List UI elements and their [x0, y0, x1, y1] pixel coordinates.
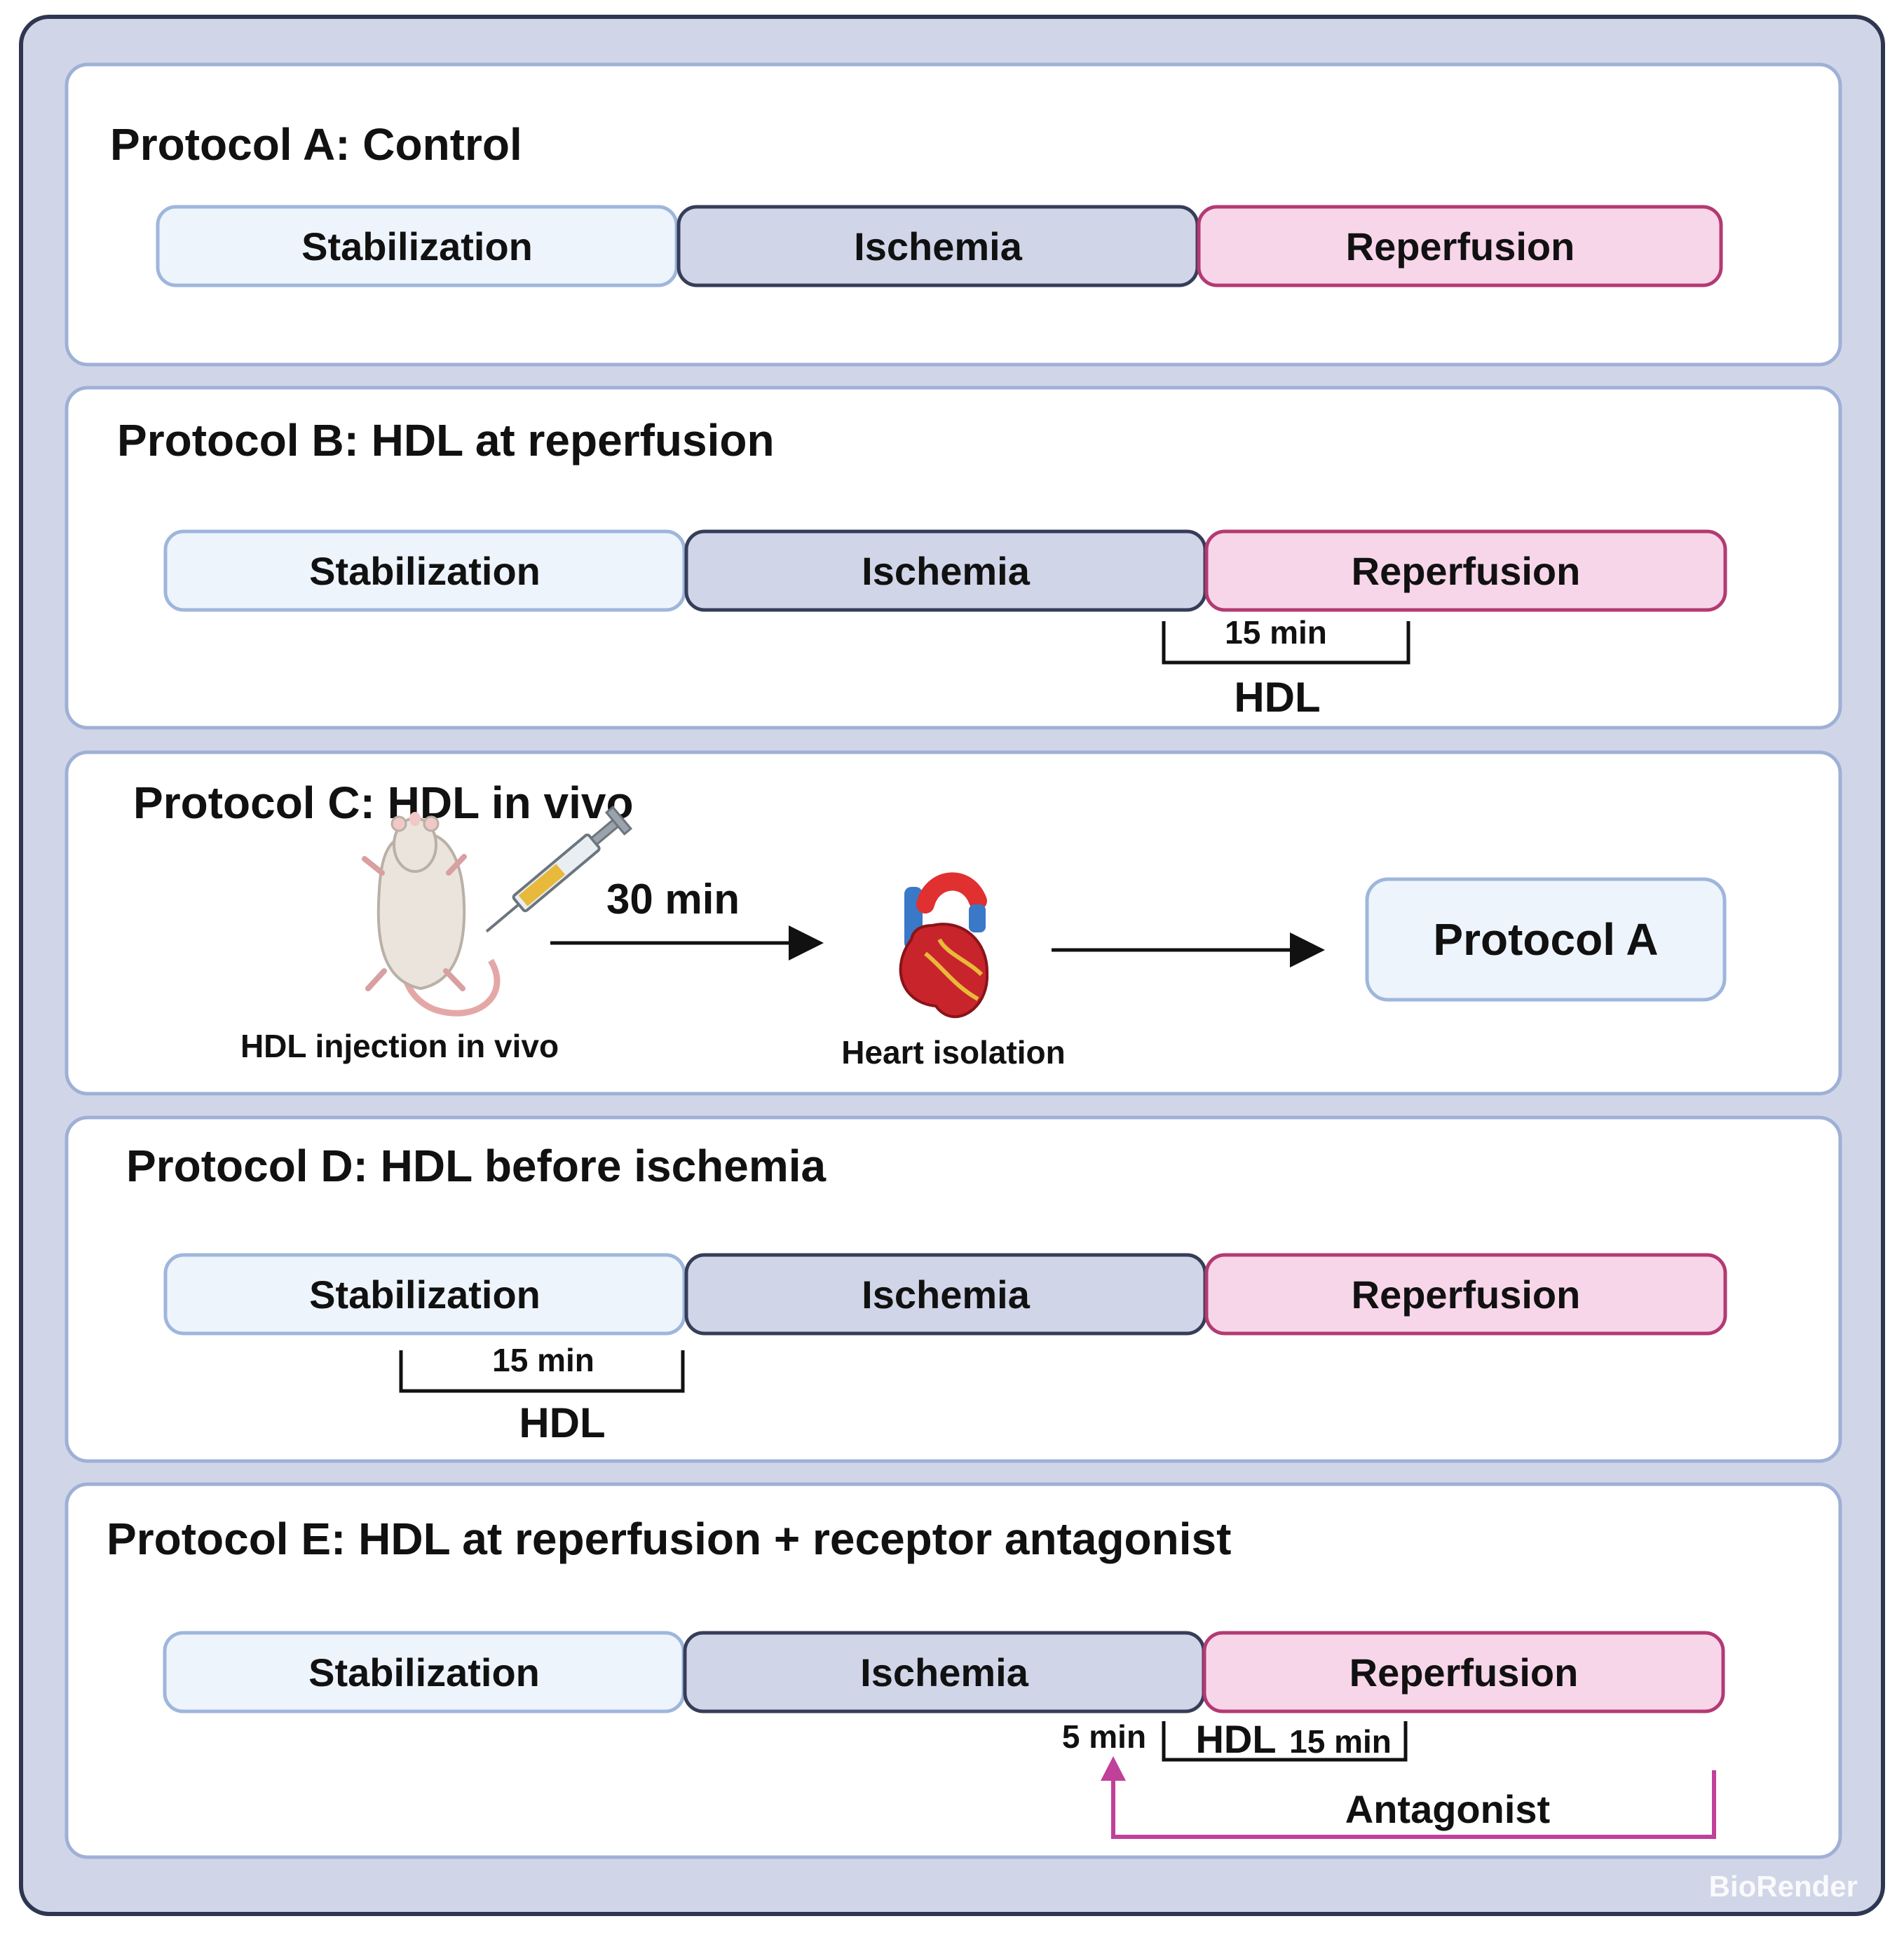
protocol-b-timeline: Stabilization Ischemia Reperfusion [163, 529, 1727, 612]
hdl-bracket [1162, 1721, 1408, 1762]
hdl-duration-label: 15 min [492, 1342, 594, 1378]
protocol-a-title: Protocol A: Control [110, 119, 522, 170]
protocol-a-reference-label: Protocol A [1433, 914, 1658, 965]
antagonist-line [1111, 1770, 1716, 1839]
protocol-a-reference-box [1365, 877, 1727, 1002]
interval-label: 30 min [606, 876, 740, 923]
reperfusion-label: Reperfusion [1349, 1650, 1579, 1695]
antagonist-arrowhead [1101, 1756, 1126, 1781]
protocol-b-title: Protocol B: HDL at reperfusion [117, 415, 775, 466]
ischemia-label: Ischemia [854, 224, 1023, 269]
stabilization-phase [156, 205, 679, 287]
ischemia-label: Ischemia [862, 549, 1031, 593]
heart-caption: Heart isolation [841, 1034, 1066, 1071]
protocol-e-title: Protocol E: HDL at reperfusion + recepto… [107, 1514, 1231, 1564]
ischemia-label: Ischemia [860, 1650, 1029, 1695]
protocol-c-title: Protocol C: HDL in vivo [133, 778, 634, 828]
reperfusion-label: Reperfusion [1352, 1272, 1581, 1317]
hdl-bracket [399, 1350, 685, 1393]
heart-icon [899, 872, 989, 1019]
hdl-bracket [1162, 621, 1410, 665]
stabilization-phase [163, 529, 686, 612]
reperfusion-label: Reperfusion [1346, 224, 1575, 269]
stabilization-label: Stabilization [309, 1272, 540, 1317]
stabilization-phase [163, 1253, 686, 1336]
hdl-label: HDL [1234, 674, 1320, 721]
hdl-duration-label: 15 min [1225, 614, 1327, 651]
pre-duration-label: 5 min [1062, 1718, 1146, 1755]
syringe-icon [485, 806, 633, 933]
reperfusion-phase [1202, 1631, 1725, 1713]
reperfusion-phase [1204, 529, 1727, 612]
protocol-a-timeline: Stabilization Ischemia Reperfusion [156, 205, 1723, 287]
stabilization-label: Stabilization [308, 1650, 540, 1695]
stabilization-label: Stabilization [309, 549, 540, 593]
antagonist-label: Antagonist [1345, 1787, 1550, 1831]
rat-icon [362, 812, 501, 1017]
reperfusion-label: Reperfusion [1352, 549, 1581, 593]
panel-protocol-c [64, 750, 1842, 1096]
injection-caption: HDL injection in vivo [240, 1028, 559, 1064]
reperfusion-phase [1197, 205, 1723, 287]
stabilization-label: Stabilization [301, 224, 533, 269]
biorender-watermark: BioRender [1709, 1870, 1858, 1903]
ischemia-label: Ischemia [862, 1272, 1031, 1317]
hdl-label: HDL [519, 1399, 605, 1446]
protocol-e-timeline: Stabilization Ischemia Reperfusion [163, 1631, 1725, 1713]
hdl-label: HDL [1195, 1717, 1276, 1761]
protocol-d-timeline: Stabilization Ischemia Reperfusion [163, 1253, 1727, 1336]
protocol-d-title: Protocol D: HDL before ischemia [126, 1141, 827, 1191]
reperfusion-phase [1204, 1253, 1727, 1336]
hdl-duration-label: 15 min [1289, 1723, 1392, 1760]
